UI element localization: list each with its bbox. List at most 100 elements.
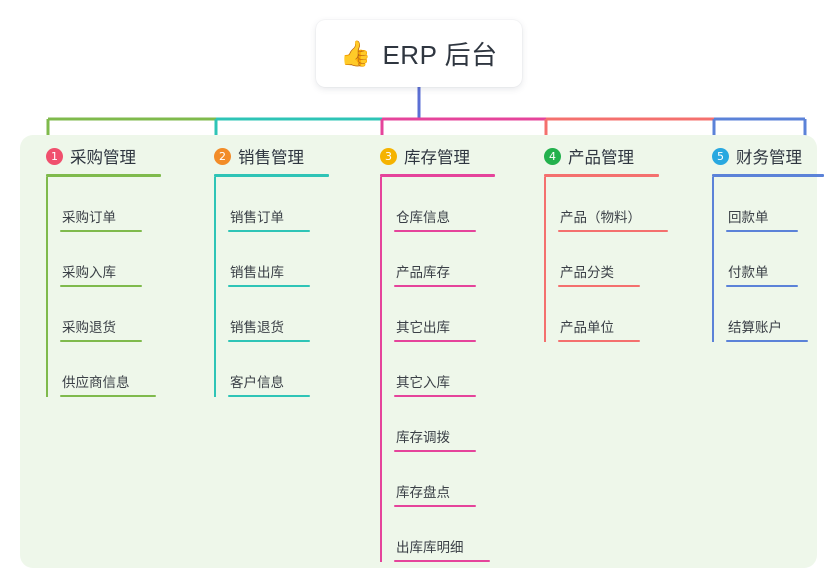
branch-item-label: 产品库存 bbox=[396, 265, 450, 280]
branch-underline bbox=[214, 174, 329, 177]
branch-item-label: 付款单 bbox=[728, 265, 769, 280]
branch-items-purchase: 采购订单采购入库采购退货供应商信息 bbox=[30, 177, 161, 397]
root-title: ERP 后台 bbox=[382, 40, 498, 70]
branch-item-underline bbox=[60, 340, 142, 342]
branch-item-underline bbox=[394, 505, 476, 507]
branch-item-label: 库存调拨 bbox=[396, 430, 450, 445]
branch-item-label: 采购入库 bbox=[62, 265, 116, 280]
branch-item-label: 结算账户 bbox=[728, 320, 782, 335]
branch-items-sales: 销售订单销售出库销售退货客户信息 bbox=[198, 177, 329, 397]
branch-item[interactable]: 库存盘点 bbox=[380, 452, 495, 507]
branch-item-label: 产品（物料） bbox=[560, 210, 641, 225]
branch-item[interactable]: 采购退货 bbox=[46, 287, 161, 342]
branch-purchase[interactable]: 1 采购管理采购订单采购入库采购退货供应商信息 bbox=[30, 144, 161, 397]
branch-item-label: 销售出库 bbox=[230, 265, 284, 280]
branch-item[interactable]: 供应商信息 bbox=[46, 342, 161, 397]
branch-number-badge: 1 bbox=[46, 147, 63, 165]
branch-item-label: 销售退货 bbox=[230, 320, 284, 335]
branch-item[interactable]: 库存调拨 bbox=[380, 397, 495, 452]
branch-item-label: 出库库明细 bbox=[396, 540, 464, 555]
branch-item-underline bbox=[558, 285, 640, 287]
branch-number-badge: 3 bbox=[380, 147, 397, 165]
branch-items-product: 产品（物料） 产品分类产品单位 bbox=[528, 177, 668, 342]
branch-item-label: 产品分类 bbox=[560, 265, 614, 280]
branch-item-underline bbox=[60, 395, 156, 397]
branch-items-finance: 回款单付款单结算账户 bbox=[696, 177, 824, 342]
branch-title: 采购管理 bbox=[70, 149, 136, 167]
branch-item[interactable]: 其它入库 bbox=[380, 342, 495, 397]
diagram-panel bbox=[20, 135, 817, 568]
branch-item-label: 销售订单 bbox=[230, 210, 284, 225]
branch-header-finance[interactable]: 5 财务管理 bbox=[696, 144, 824, 168]
branch-item[interactable]: 其它出库 bbox=[380, 287, 495, 342]
branch-finance[interactable]: 5 财务管理回款单付款单结算账户 bbox=[696, 144, 824, 342]
branch-item-underline bbox=[394, 230, 476, 232]
branch-item-underline bbox=[558, 230, 668, 232]
branch-item-label: 客户信息 bbox=[230, 375, 284, 390]
branch-number-badge: 2 bbox=[214, 147, 231, 165]
branch-underline bbox=[46, 174, 161, 177]
branch-number-badge: 4 bbox=[544, 147, 561, 165]
branch-item-underline bbox=[228, 395, 310, 397]
branch-item[interactable]: 销售出库 bbox=[214, 232, 329, 287]
branch-item-underline bbox=[394, 560, 490, 562]
branch-spine bbox=[214, 177, 216, 397]
branch-items-inventory: 仓库信息产品库存其它出库其它入库库存调拨库存盘点出库库明细 bbox=[364, 177, 495, 562]
branch-item-underline bbox=[394, 340, 476, 342]
branch-sales[interactable]: 2 销售管理销售订单销售出库销售退货客户信息 bbox=[198, 144, 329, 397]
branch-item[interactable]: 产品分类 bbox=[544, 232, 668, 287]
branch-item-underline bbox=[228, 285, 310, 287]
branch-spine bbox=[544, 177, 546, 342]
branch-underline bbox=[544, 174, 659, 177]
branch-item[interactable]: 采购入库 bbox=[46, 232, 161, 287]
root-node-content: 👍 ERP 后台 bbox=[340, 35, 497, 72]
branch-item-label: 仓库信息 bbox=[396, 210, 450, 225]
branch-product[interactable]: 4 产品管理产品（物料） 产品分类产品单位 bbox=[528, 144, 668, 342]
branch-item-underline bbox=[558, 340, 640, 342]
branch-item[interactable]: 付款单 bbox=[712, 232, 824, 287]
branch-item-label: 采购订单 bbox=[62, 210, 116, 225]
branch-item[interactable]: 出库库明细 bbox=[380, 507, 495, 562]
branch-header-purchase[interactable]: 1 采购管理 bbox=[30, 144, 161, 168]
branch-item[interactable]: 回款单 bbox=[712, 177, 824, 232]
branch-item[interactable]: 采购订单 bbox=[46, 177, 161, 232]
branch-item[interactable]: 结算账户 bbox=[712, 287, 824, 342]
branch-item[interactable]: 产品库存 bbox=[380, 232, 495, 287]
branch-spine bbox=[380, 177, 382, 562]
branch-item-underline bbox=[228, 340, 310, 342]
branch-header-product[interactable]: 4 产品管理 bbox=[528, 144, 668, 168]
branch-item-underline bbox=[394, 395, 476, 397]
branch-item[interactable]: 仓库信息 bbox=[380, 177, 495, 232]
branch-number-badge: 5 bbox=[712, 147, 729, 165]
branch-underline bbox=[712, 174, 824, 177]
branch-title: 销售管理 bbox=[238, 149, 304, 167]
branch-item[interactable]: 产品单位 bbox=[544, 287, 668, 342]
branch-item[interactable]: 产品（物料） bbox=[544, 177, 668, 232]
branch-item-label: 其它入库 bbox=[396, 375, 450, 390]
branch-item[interactable]: 客户信息 bbox=[214, 342, 329, 397]
branch-spine bbox=[712, 177, 714, 342]
branch-item[interactable]: 销售订单 bbox=[214, 177, 329, 232]
branch-item-label: 供应商信息 bbox=[62, 375, 130, 390]
branch-header-sales[interactable]: 2 销售管理 bbox=[198, 144, 329, 168]
branch-item-underline bbox=[726, 285, 798, 287]
branch-item-underline bbox=[726, 230, 798, 232]
branch-title: 库存管理 bbox=[404, 149, 470, 167]
branch-inventory[interactable]: 3 库存管理仓库信息产品库存其它出库其它入库库存调拨库存盘点出库库明细 bbox=[364, 144, 495, 562]
branch-spine bbox=[46, 177, 48, 397]
thumbs-up-icon: 👍 bbox=[340, 39, 372, 68]
branch-title: 财务管理 bbox=[736, 149, 802, 167]
branch-underline bbox=[380, 174, 495, 177]
branch-header-inventory[interactable]: 3 库存管理 bbox=[364, 144, 495, 168]
root-node[interactable]: 👍 ERP 后台 bbox=[316, 20, 522, 87]
branch-item-underline bbox=[726, 340, 808, 342]
branch-item-label: 采购退货 bbox=[62, 320, 116, 335]
branch-item-underline bbox=[394, 285, 476, 287]
branch-item-underline bbox=[228, 230, 310, 232]
branch-title: 产品管理 bbox=[568, 149, 634, 167]
branch-item-underline bbox=[60, 230, 142, 232]
branch-item-label: 库存盘点 bbox=[396, 485, 450, 500]
branch-item-label: 其它出库 bbox=[396, 320, 450, 335]
branch-item-underline bbox=[60, 285, 142, 287]
branch-item[interactable]: 销售退货 bbox=[214, 287, 329, 342]
